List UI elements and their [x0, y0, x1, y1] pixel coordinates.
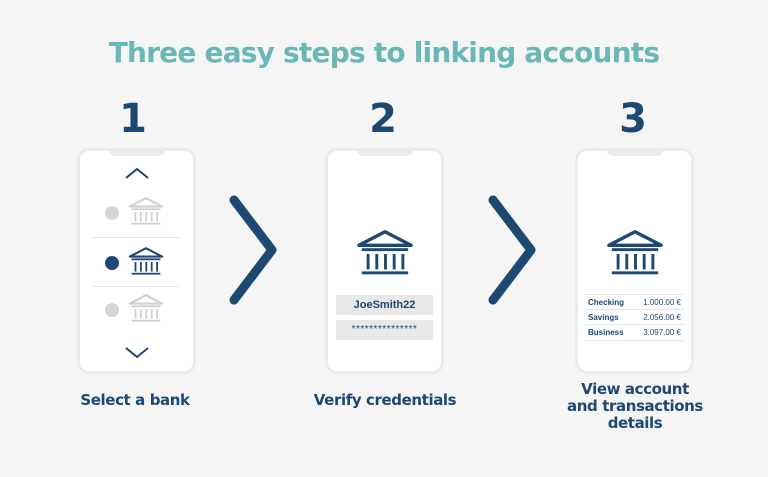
chevron-up-icon[interactable] [124, 167, 150, 179]
account-amount: 2.056.00 € [643, 313, 681, 322]
bank-option-1[interactable] [92, 189, 181, 237]
account-name: Savings [588, 313, 619, 322]
bank-option-3[interactable] [92, 286, 181, 334]
step-1-label: Select a bank [80, 391, 190, 409]
step-3-label-line-1: View account [581, 380, 689, 398]
step-2-number: 2 [369, 96, 397, 142]
radio-unselected-icon[interactable] [105, 303, 119, 317]
step-3-label-line-2: and transactions [567, 397, 703, 415]
step-1-number: 1 [119, 96, 147, 142]
step-3-phone: Checking 1.000.00 € Savings 2.056.00 € B… [575, 148, 694, 374]
account-row-business[interactable]: Business 3.097.00 € [585, 324, 684, 341]
account-amount: 1.000.00 € [643, 298, 681, 307]
radio-selected-icon[interactable] [105, 256, 119, 270]
step-1-phone [77, 148, 196, 374]
divider [92, 237, 181, 238]
bank-icon [606, 229, 664, 279]
account-row-savings[interactable]: Savings 2.056.00 € [585, 309, 684, 325]
password-field[interactable]: *************** [336, 320, 433, 340]
account-name: Business [588, 328, 624, 337]
phone-notch [606, 148, 663, 156]
bank-icon [128, 247, 164, 277]
account-row-checking[interactable]: Checking 1.000.00 € [585, 294, 684, 310]
username-field[interactable]: JoeSmith22 [336, 295, 433, 315]
page-title: Three easy steps to linking accounts [108, 36, 660, 69]
phone-notch [108, 148, 165, 156]
bank-option-2-selected[interactable] [92, 239, 181, 287]
account-name: Checking [588, 298, 625, 307]
step-3-label: View account and transactions details [550, 381, 720, 432]
step-3-label-line-3: details [607, 414, 663, 432]
account-amount: 3.097.00 € [643, 328, 681, 337]
chevron-right-icon [488, 195, 536, 305]
step-3-number: 3 [619, 96, 647, 142]
bank-icon [356, 229, 414, 279]
phone-notch [356, 148, 413, 156]
step-2-phone: JoeSmith22 *************** [325, 148, 444, 374]
step-2-label: Verify credentials [313, 391, 457, 409]
bank-icon [128, 294, 164, 324]
radio-unselected-icon[interactable] [105, 206, 119, 220]
bank-icon [128, 197, 164, 227]
chevron-right-icon [229, 195, 277, 305]
divider [92, 286, 181, 287]
chevron-down-icon[interactable] [124, 347, 150, 359]
